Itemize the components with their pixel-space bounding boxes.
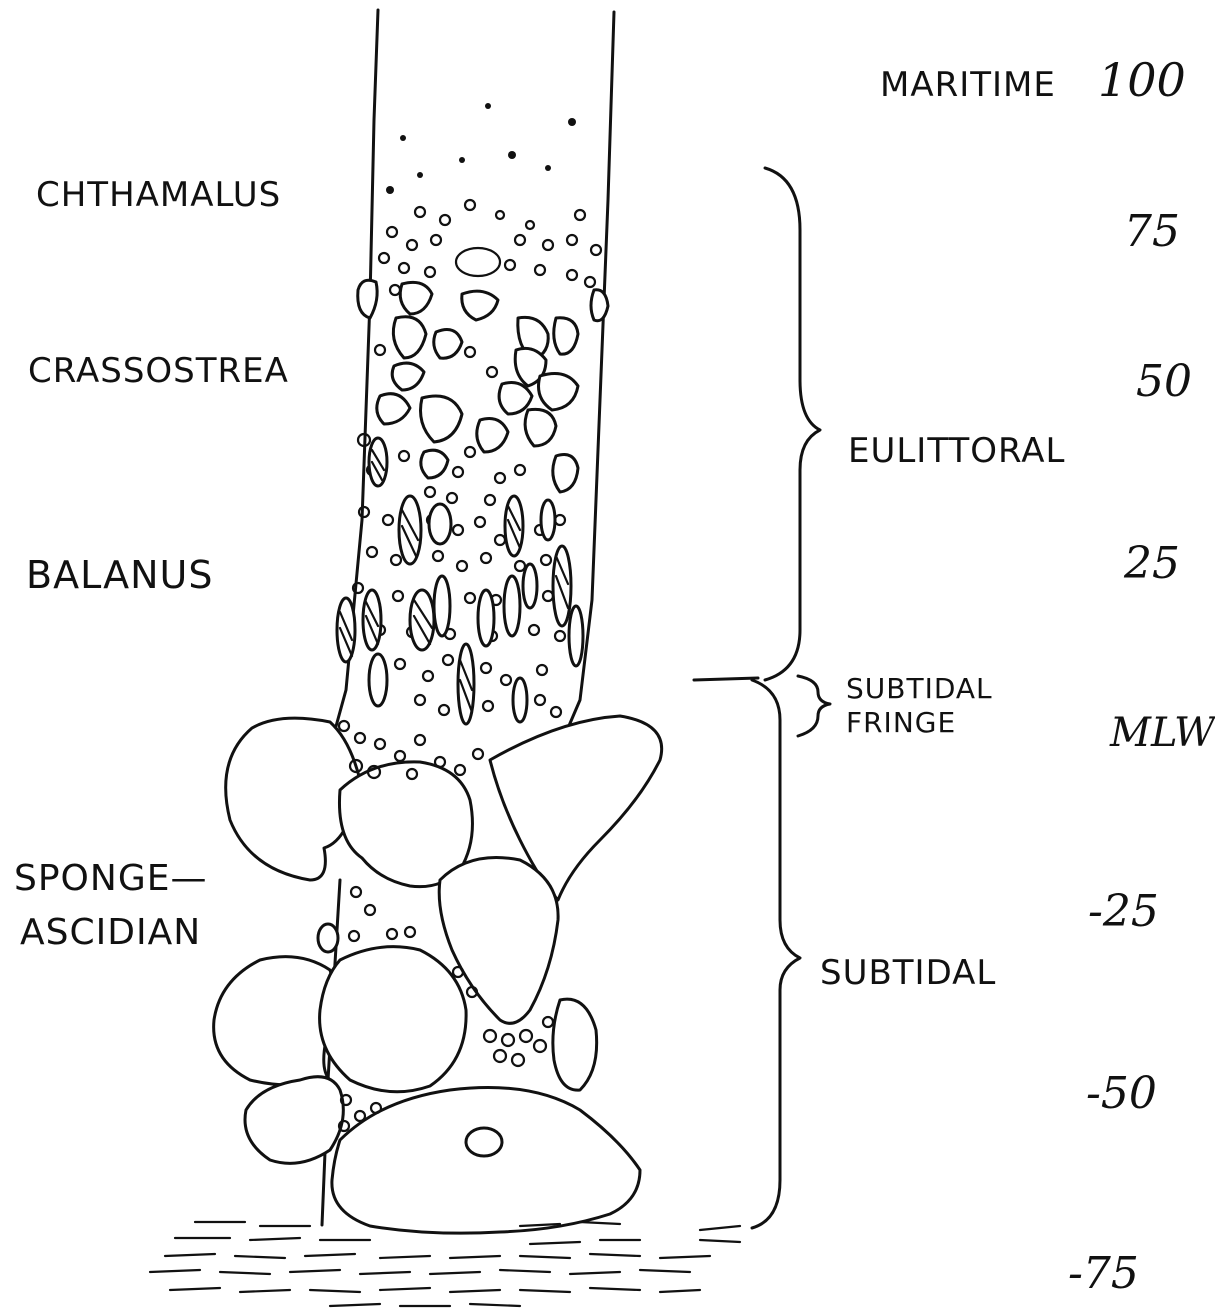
eulittoral-bracket <box>765 168 820 680</box>
scale-tick-mlw: MLW <box>1109 710 1215 756</box>
scale-tick-50: 50 <box>1136 356 1192 407</box>
scale-tick-minus-50: -50 <box>1086 1068 1157 1119</box>
scale-tick-100: 100 <box>1098 53 1186 107</box>
label-subtidal: SUBTIDAL <box>820 953 996 993</box>
label-sponge: SPONGE— <box>14 858 207 899</box>
chthamalus-small-circles <box>379 200 601 295</box>
label-chthamalus: CHTHAMALUS <box>36 175 281 215</box>
label-crassostrea: CRASSOSTREA <box>28 351 289 391</box>
sea-floor <box>150 1222 740 1306</box>
crassostrea-oysters <box>358 280 608 492</box>
scale-tick-minus-75: -75 <box>1068 1248 1139 1299</box>
mlw-line <box>694 678 758 680</box>
chthamalus-barnacles <box>386 103 576 194</box>
label-balanus: BALANUS <box>26 553 213 597</box>
scale-header: MARITIME <box>880 65 1056 105</box>
label-ascidian: ASCIDIAN <box>20 912 201 953</box>
label-subtidal-fringe-2: FRINGE <box>846 706 956 739</box>
sponge-ascidian-masses <box>214 716 662 1233</box>
label-eulittoral: EULITTORAL <box>848 431 1066 471</box>
scale-tick-25: 25 <box>1123 538 1180 589</box>
subtidal-fringe-bracket <box>798 676 830 736</box>
scale-tick-minus-25: -25 <box>1088 886 1159 937</box>
subtidal-bracket <box>752 680 800 1228</box>
scale-tick-75: 75 <box>1124 206 1180 257</box>
label-subtidal-fringe-1: SUBTIDAL <box>846 672 993 705</box>
